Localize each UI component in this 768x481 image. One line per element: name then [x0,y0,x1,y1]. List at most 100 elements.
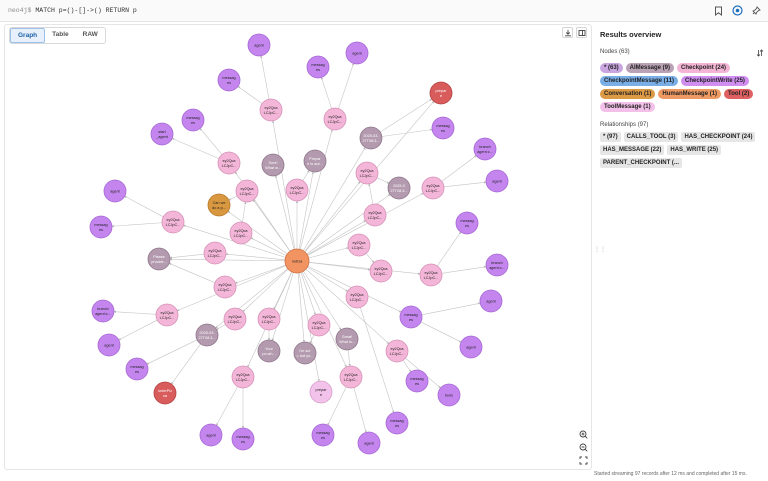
node-circle[interactable] [359,126,383,150]
node-circle[interactable] [429,81,453,105]
relationship-type-chip[interactable]: PARENT_CHECKPOINT (... [600,158,682,168]
relationship-type-chip[interactable]: * (97) [600,132,621,142]
graph-node[interactable]: ey2QcaLCJpC... [203,241,227,265]
node-circle[interactable] [207,193,231,217]
relationship-edge[interactable] [228,195,238,201]
relationship-edge[interactable] [421,302,481,316]
graph-node[interactable]: ey2QcaLCJpC... [229,221,253,245]
node-circle[interactable] [459,335,483,359]
node-circle[interactable] [347,233,371,257]
relationship-edge[interactable] [309,334,315,344]
relationship-edge[interactable] [272,120,296,250]
relationship-edge[interactable] [320,77,332,109]
node-circle[interactable] [421,176,445,200]
graph-node[interactable]: Pleaseprovide... [147,247,171,271]
node-circle[interactable] [161,210,185,234]
node-circle[interactable] [485,253,509,277]
relationship-edge[interactable] [199,128,223,155]
node-circle[interactable] [431,116,455,140]
node-circle[interactable] [247,33,271,57]
query-bar[interactable]: neo4j$ MATCH p=()-[]->() RETURN p [0,0,768,22]
node-circle[interactable] [285,178,309,202]
node-circle[interactable] [231,365,255,389]
relationship-edge[interactable] [227,211,288,255]
relationship-edge[interactable] [169,253,205,259]
node-label-chip[interactable]: CheckpointWrite (25) [681,76,749,86]
graph-node[interactable]: ey2QcaLCJpC... [235,179,259,203]
graph-node[interactable]: ey2QcaLCJpC... [223,307,247,331]
relationship-edge[interactable] [242,201,247,223]
graph-svg[interactable]: nob1aagentagentmessagesmessagesey2QcaLCJ… [5,25,592,470]
relationship-edge[interactable] [307,266,348,292]
node-circle[interactable] [307,313,331,337]
graph-node[interactable]: ey2QcaLCJpC... [259,98,283,122]
node-label-chip[interactable]: Checkpoint (24) [677,63,731,73]
graph-node[interactable]: ey2QcaLCJpC... [385,339,409,363]
graph-node[interactable]: ey2QcaLCJpC... [363,203,387,227]
tab-graph[interactable]: Graph [10,28,46,43]
pin-icon[interactable] [751,5,762,16]
relationship-edge[interactable] [307,192,424,256]
relationship-edge[interactable] [443,181,487,188]
graph-node[interactable]: ey2QcaLCJpC... [323,107,347,131]
graph-node[interactable]: ey2QcaLCJpC... [257,307,281,331]
graph-node[interactable]: ey2QcaLCJpC... [217,151,241,175]
node-circle[interactable] [323,107,347,131]
node-circle[interactable] [363,203,387,227]
relationship-edge[interactable] [274,175,295,250]
graph-node[interactable]: branchagent:c... [473,137,497,161]
bookmark-icon[interactable] [713,5,724,16]
relationship-edge[interactable] [360,307,395,413]
graph-node[interactable]: ey2QcaLCJpC... [213,275,237,299]
node-circle[interactable] [257,339,281,363]
graph-node[interactable]: ey2QcaLCJpC... [307,313,331,337]
relationship-edge[interactable] [376,177,390,184]
node-circle[interactable] [97,333,121,357]
node-circle[interactable] [195,323,219,347]
graph-node[interactable]: ey2QcaLCJpC... [155,303,179,327]
relationship-type-chip[interactable]: CALLS_TOOL (3) [623,132,679,142]
node-label-chip[interactable]: Tool (2) [724,89,754,99]
node-circle[interactable] [293,341,317,365]
graph-node[interactable]: agent [485,169,509,193]
relationship-edge[interactable] [146,339,198,365]
node-label-chip[interactable]: ToolMessage (1) [600,102,655,112]
node-circle[interactable] [229,221,253,245]
relationship-edge[interactable] [308,261,421,275]
node-circle[interactable] [355,161,379,185]
node-circle[interactable] [387,176,411,200]
download-icon[interactable] [562,27,573,38]
node-circle[interactable] [345,285,369,309]
graph-node[interactable]: ey2QcaLCJpC... [161,210,185,234]
node-circle[interactable] [259,98,283,122]
relationship-edge[interactable] [234,264,286,284]
graph-node[interactable]: branchagent:c... [91,299,115,323]
node-circle[interactable] [181,108,205,132]
graph-node[interactable]: Sure!What w... [261,153,285,177]
node-circle[interactable] [91,299,115,323]
node-circle[interactable] [217,68,241,92]
node-circle[interactable] [335,327,359,351]
tab-table[interactable]: Table [52,31,69,38]
relationship-edge[interactable] [271,272,294,341]
node-circle[interactable] [479,289,503,313]
node-circle[interactable] [103,179,127,203]
node-label-chip[interactable]: CheckpointMessage (11) [600,76,679,86]
relationship-edge[interactable] [302,147,366,251]
query-text[interactable]: MATCH p=()-[]->() RETURN p [35,7,137,14]
relationship-edge[interactable] [437,231,461,267]
relationship-edge[interactable] [111,222,163,228]
node-circle[interactable] [125,357,149,381]
relationship-edge[interactable] [368,183,374,205]
graph-node[interactable]: ey2QcaLCJpC... [285,178,309,202]
relationship-edge[interactable] [216,324,226,330]
graph-node[interactable]: Yourpo.wh... [257,339,281,363]
node-circle[interactable] [153,381,177,405]
